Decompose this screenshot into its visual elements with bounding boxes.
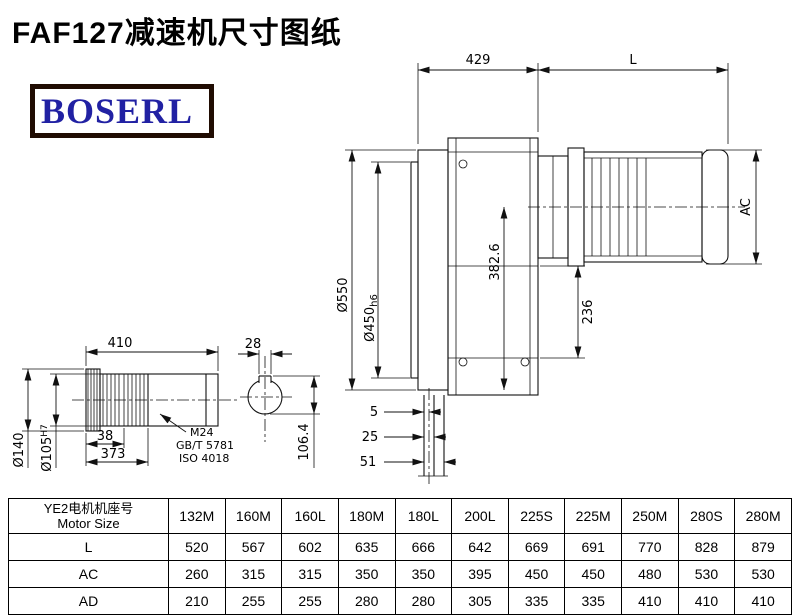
table-cell: 530 (734, 560, 792, 588)
table-cell: 335 (564, 587, 622, 615)
gearbox-main-view (410, 137, 539, 486)
row-label-ac: AC (8, 560, 169, 588)
col-header-250m: 250M (621, 498, 679, 534)
table-cell: 691 (564, 533, 622, 561)
table-cell: 666 (394, 533, 453, 561)
dim-410: 410 (108, 336, 133, 351)
table-cell: 642 (451, 533, 509, 561)
dim-ac: AC (739, 198, 754, 216)
boserl-logo-box: BOSERL (30, 84, 214, 138)
housing-bolt-icon (520, 357, 530, 367)
dim-key-height: 106.4 (297, 423, 312, 460)
table-row-ad: AD 210 255 255 280 280 305 335 335 410 4… (8, 587, 792, 615)
table-cell: 315 (281, 560, 339, 588)
dim-373: 373 (101, 447, 126, 462)
table-cell: 520 (168, 533, 226, 561)
table-cell: 410 (677, 587, 736, 615)
table-cell: 255 (224, 587, 283, 615)
table-cell: 350 (337, 560, 396, 588)
dim-51: 51 (360, 455, 377, 470)
table-cell: 210 (168, 587, 226, 615)
dim-25: 25 (362, 430, 379, 445)
dim-5: 5 (370, 405, 378, 420)
table-cell: 828 (677, 533, 736, 561)
main-view-dimensions: 429 L AC Ø550 Ø450h6 382.6 236 5 25 (336, 53, 762, 470)
gear-housing (447, 137, 539, 396)
dim-429: 429 (466, 53, 491, 68)
table-cell: 395 (451, 560, 509, 588)
col-header-280m: 280M (734, 498, 792, 534)
table-cell: 770 (621, 533, 679, 561)
col-header-200l: 200L (451, 498, 509, 534)
row-label-ad: AD (8, 587, 169, 615)
row-label-l: L (8, 533, 169, 561)
table-cell: 530 (677, 560, 736, 588)
col-header-160l: 160L (281, 498, 339, 534)
table-cell: 305 (451, 587, 509, 615)
dim-spigot-dia: Ø450h6 (363, 294, 380, 342)
motor-dimension-table: YE2电机机座号 Motor Size 132M 160M 160L 180M … (8, 498, 792, 615)
dim-l: L (629, 53, 637, 68)
table-cell: 567 (224, 533, 283, 561)
motor-view (528, 147, 745, 267)
header-en: Motor Size (57, 516, 120, 531)
thread-label: M24 (190, 426, 214, 439)
table-row-ac: AC 260 315 315 350 350 395 450 450 480 5… (8, 560, 792, 588)
motor-size-header-cell: YE2电机机座号 Motor Size (8, 498, 169, 534)
shaft-detail-view: 410 38 373 M24 GB/T 5781 ISO 4018 Ø140 Ø… (12, 336, 320, 472)
col-header-280s: 280S (677, 498, 736, 534)
table-cell: 410 (621, 587, 679, 615)
table-cell: 450 (507, 560, 566, 588)
table-cell: 602 (281, 533, 339, 561)
table-cell: 255 (281, 587, 339, 615)
housing-bolt-icon (458, 357, 468, 367)
mounting-flange (417, 149, 449, 391)
table-cell: 335 (507, 587, 566, 615)
col-header-132m: 132M (168, 498, 226, 534)
dim-outer-dia: Ø140 (12, 432, 27, 467)
table-cell: 635 (337, 533, 396, 561)
table-cell: 669 (507, 533, 566, 561)
col-header-180m: 180M (337, 498, 396, 534)
standard-iso-label: ISO 4018 (179, 452, 229, 465)
table-cell: 879 (734, 533, 792, 561)
table-cell: 410 (734, 587, 792, 615)
col-header-225s: 225S (507, 498, 566, 534)
page-title: FAF127减速机尺寸图纸 (12, 17, 342, 50)
table-header-row: YE2电机机座号 Motor Size 132M 160M 160L 180M … (8, 498, 792, 534)
standard-gb-label: GB/T 5781 (176, 439, 234, 452)
table-cell: 350 (394, 560, 453, 588)
col-header-180l: 180L (394, 498, 453, 534)
dim-bore-dia: Ø105H7 (40, 424, 55, 472)
flange-spigot (410, 161, 419, 379)
header-cn: YE2电机机座号 (43, 501, 134, 516)
col-header-225m: 225M (564, 498, 622, 534)
dim-28: 28 (245, 337, 262, 352)
col-header-160m: 160M (224, 498, 283, 534)
table-cell: 280 (394, 587, 453, 615)
table-cell: 260 (168, 560, 226, 588)
housing-bolt-icon (458, 159, 468, 169)
boserl-logo-text: BOSERL (41, 91, 194, 131)
dim-center-height: 382.6 (488, 243, 503, 280)
table-cell: 280 (337, 587, 396, 615)
table-row-l: L 520 567 602 635 666 642 669 691 770 82… (8, 533, 792, 561)
dim-236: 236 (581, 300, 596, 325)
table-cell: 480 (621, 560, 679, 588)
table-cell: 450 (564, 560, 622, 588)
dim-flange-dia: Ø550 (336, 277, 351, 312)
table-cell: 315 (224, 560, 283, 588)
dim-38: 38 (97, 429, 114, 444)
